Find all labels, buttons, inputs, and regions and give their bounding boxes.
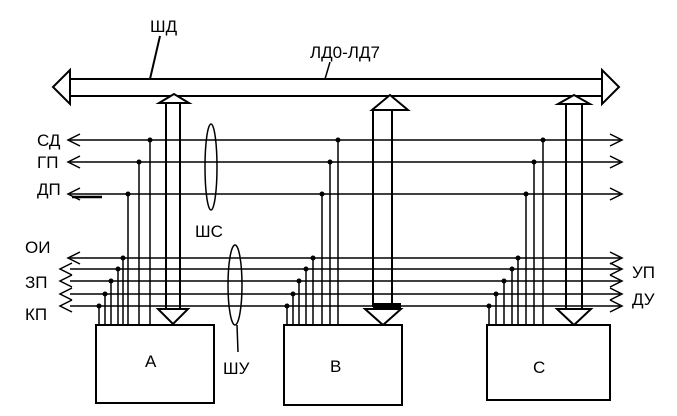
data-bus <box>51 67 621 107</box>
signal-gp-label: ГП <box>37 153 58 172</box>
taps-b <box>286 140 339 325</box>
signal-dp-label: ДП <box>37 180 61 199</box>
signal-sd-label: СД <box>37 131 61 150</box>
bus-connector-a <box>155 92 193 326</box>
system-bus-label: ШС <box>195 222 223 241</box>
bus-connector-c <box>554 93 594 327</box>
block-b <box>283 324 403 406</box>
block-c-label: С <box>533 358 545 377</box>
taps-a <box>98 140 151 325</box>
signal-lines <box>58 133 624 313</box>
block-c <box>486 324 611 401</box>
block-b-label: В <box>330 357 341 376</box>
block-a <box>95 324 215 404</box>
block-a-label: А <box>145 352 157 371</box>
signal-zp-label: ЗП <box>25 273 48 292</box>
system-bus-ellipse <box>204 123 218 211</box>
signal-du-label: ДУ <box>632 290 655 309</box>
control-bus-label: ШУ <box>223 359 250 378</box>
data-lines-label: ЛД0-ЛД7 <box>310 43 380 62</box>
signal-kp-label: КП <box>25 305 47 324</box>
signal-up-label: УП <box>632 263 655 282</box>
control-bus-ellipse <box>227 244 243 326</box>
bus-connector-b <box>362 93 411 327</box>
taps-c <box>488 140 544 325</box>
signal-oi-label: ОИ <box>25 238 50 257</box>
data-bus-label: ШД <box>150 17 178 36</box>
